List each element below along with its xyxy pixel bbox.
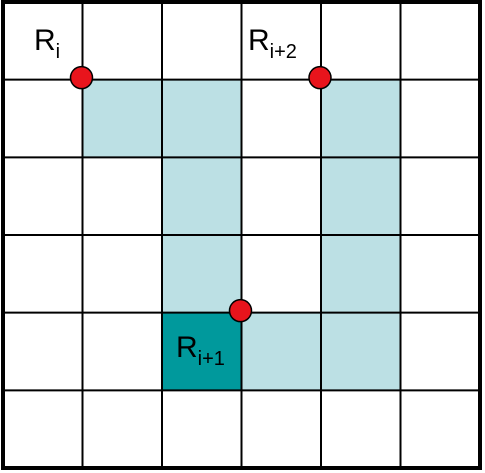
- label-r-i-plus-2: Ri+2: [248, 24, 297, 63]
- label-r-i-plus-2-sub: i+2: [270, 41, 297, 63]
- label-r-i-plus-1-sub: i+1: [198, 348, 225, 370]
- highlight-cell: [162, 79, 242, 158]
- dark-cell: [162, 312, 242, 391]
- point-r-i: [69, 65, 94, 90]
- highlight-cell: [321, 157, 401, 235]
- point-r-i-plus-2: [308, 65, 332, 90]
- highlight-cell: [241, 312, 321, 391]
- points-layer: [69, 65, 332, 323]
- highlight-cell: [321, 235, 401, 313]
- highlight-cell: [162, 235, 242, 313]
- highlight-cell: [162, 157, 242, 235]
- label-r-i-plus-1: Ri+1: [176, 331, 225, 370]
- label-r-i-plus-1-base: R: [176, 331, 198, 364]
- point-r-i-plus-1: [228, 298, 253, 323]
- highlight-cell: [82, 79, 162, 158]
- highlight-cell: [321, 79, 401, 158]
- label-r-i-sub: i: [56, 41, 60, 63]
- label-r-i-plus-2-base: R: [248, 24, 270, 57]
- highlight-cell: [321, 312, 401, 391]
- label-r-i-base: R: [34, 24, 56, 57]
- label-r-i: Ri: [34, 24, 60, 63]
